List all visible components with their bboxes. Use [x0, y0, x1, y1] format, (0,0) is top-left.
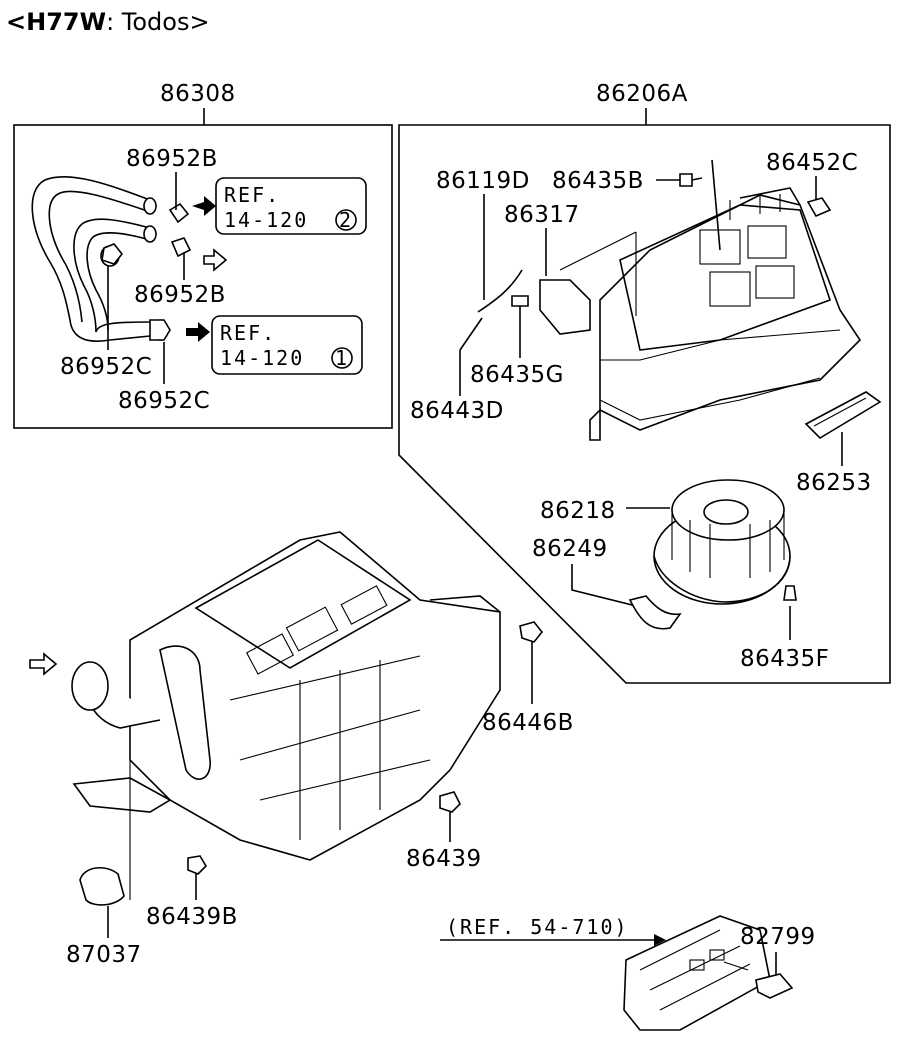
seal-part	[79, 867, 125, 906]
ref-box-2-label: REF.	[220, 321, 276, 345]
part-label-86439[interactable]: 86439	[406, 846, 482, 872]
blower-case-drawing	[589, 187, 862, 441]
blower-fan-drawing	[653, 479, 791, 605]
ref-box-1-label: REF.	[224, 183, 280, 207]
arrow-icon	[654, 934, 666, 946]
control-unit-drawing	[623, 915, 771, 1031]
part-label-86446B[interactable]: 86446B	[482, 710, 574, 736]
part-label-86443D[interactable]: 86443D	[410, 398, 504, 424]
filter-part	[804, 391, 882, 440]
arrow-icon	[29, 652, 58, 676]
part-label-86119D[interactable]: 86119D	[436, 168, 530, 194]
part-label-86952C[interactable]: 86952C	[60, 354, 152, 380]
ref-box-1	[215, 177, 367, 235]
ref-box-2	[211, 315, 363, 375]
rod-part	[477, 269, 523, 313]
heater-hose-drawing	[31, 176, 192, 342]
leader-line	[571, 564, 637, 607]
part-label-86218[interactable]: 86218	[540, 498, 616, 524]
actuator-part	[539, 279, 591, 335]
part-label-86952C[interactable]: 86952C	[118, 388, 210, 414]
ref-circle-icon	[335, 209, 357, 231]
part-label-86452C[interactable]: 86452C	[766, 150, 858, 176]
grommet-part	[519, 621, 544, 643]
screw-part	[679, 173, 703, 187]
part-label-86249[interactable]: 86249	[532, 536, 608, 562]
leader-line	[459, 317, 483, 351]
part-label-86435G[interactable]: 86435G	[470, 362, 564, 388]
filter-detail	[813, 397, 867, 427]
part-label-86435B[interactable]: 86435B	[552, 168, 644, 194]
part-label-86952B[interactable]: 86952B	[126, 146, 218, 172]
part-label-82799[interactable]: 82799	[740, 924, 816, 950]
leader-line	[559, 231, 637, 271]
ref-box-1-code[interactable]: 14-120	[224, 208, 308, 232]
part-label-86439B[interactable]: 86439B	[146, 904, 238, 930]
ref-box-1-index: 2	[339, 208, 353, 232]
hose-group-box	[13, 124, 393, 429]
grommet-part	[187, 855, 208, 875]
part-label-86435F[interactable]: 86435F	[740, 646, 829, 672]
arrow-icon	[192, 196, 216, 216]
arrow-icon	[186, 322, 210, 342]
group-label-86206A[interactable]: 86206A	[596, 81, 688, 107]
duct-hose-part	[628, 595, 682, 630]
connector-part	[755, 973, 794, 999]
unit-group-box	[398, 124, 891, 684]
clip-part	[806, 197, 832, 218]
leader-line	[711, 159, 721, 251]
screw-part	[783, 585, 797, 601]
ref-circle-icon	[331, 347, 353, 369]
hvac-unit-drawing	[71, 531, 501, 861]
part-label-86253[interactable]: 86253	[796, 470, 872, 496]
part-label-86317[interactable]: 86317	[504, 202, 580, 228]
group-label-86308[interactable]: 86308	[160, 81, 236, 107]
ref-box-2-index: 1	[335, 346, 349, 370]
page-title: <H77W: Todos>	[6, 8, 210, 36]
part-label-87037[interactable]: 87037	[66, 942, 142, 968]
arrow-icon	[203, 248, 228, 272]
grommet-part	[439, 791, 461, 813]
ref-box-2-code[interactable]: 14-120	[220, 346, 304, 370]
screw-part	[511, 295, 529, 307]
part-label-86952B[interactable]: 86952B	[134, 282, 226, 308]
ref-54-710[interactable]: (REF. 54-710)	[446, 915, 629, 939]
leader-line	[723, 961, 749, 971]
